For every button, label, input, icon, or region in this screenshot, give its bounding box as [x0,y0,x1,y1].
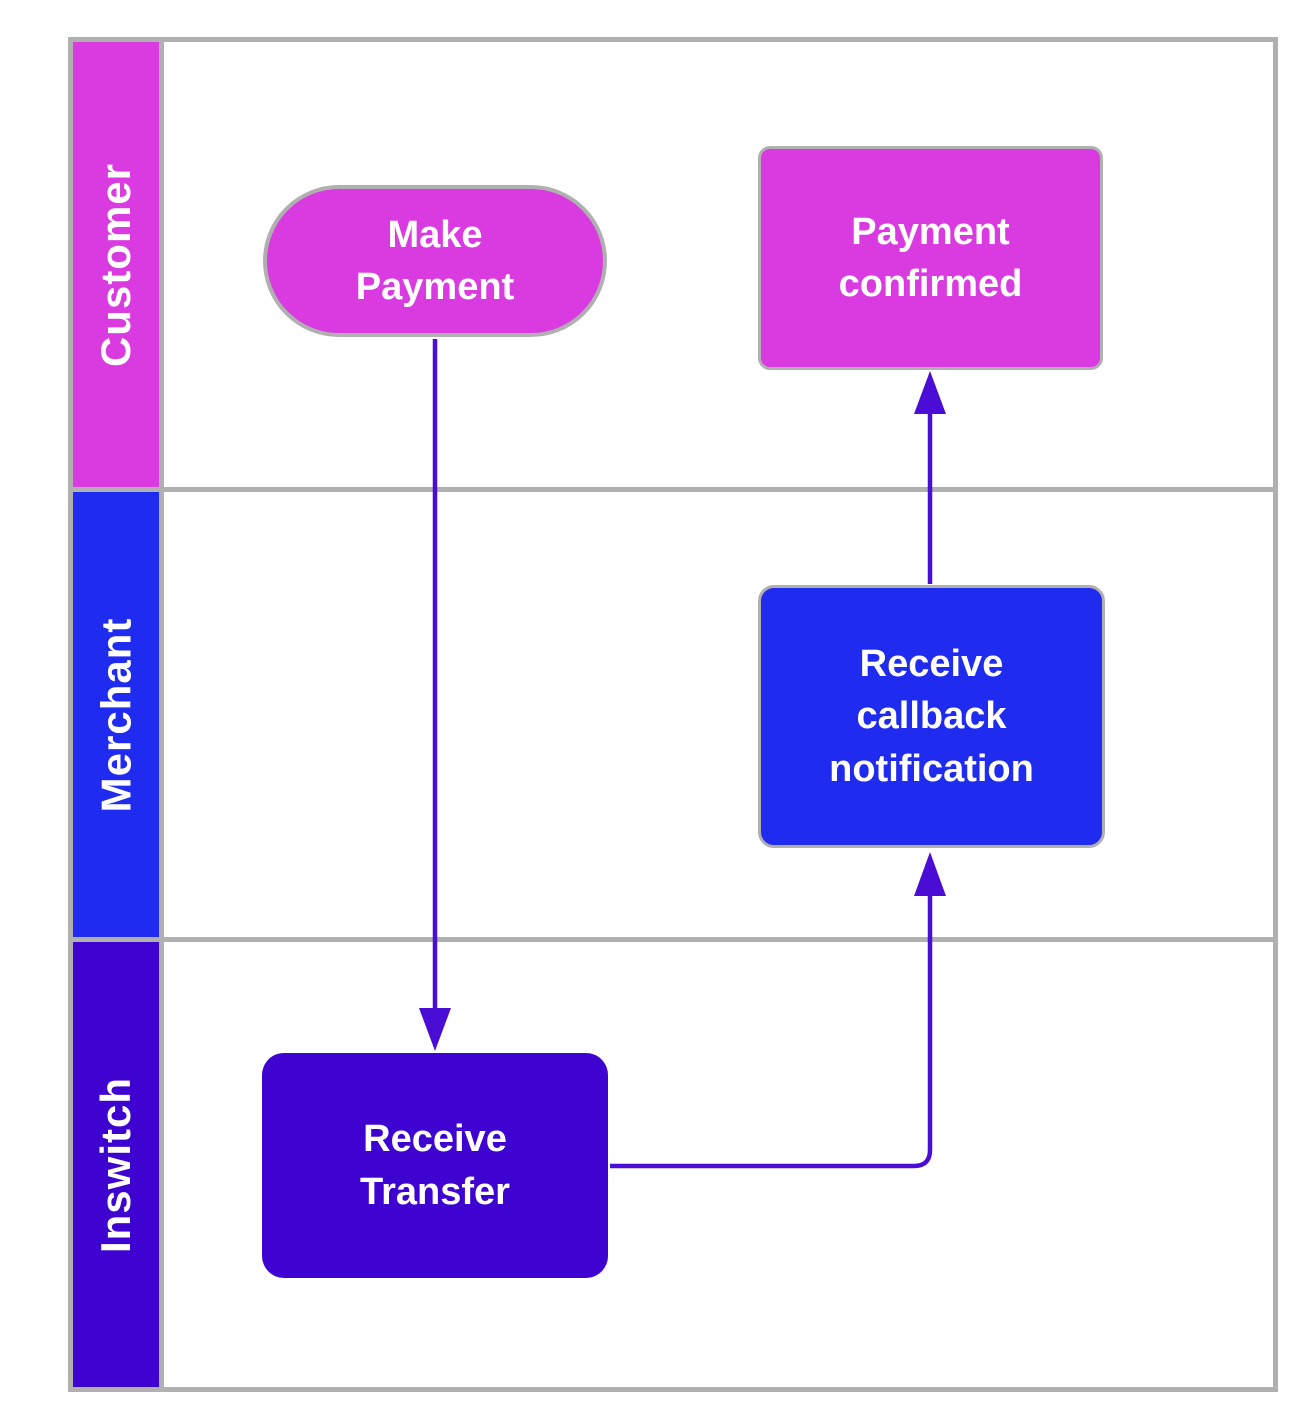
node-make-payment-label: Make Payment [355,213,515,308]
node-receive-callback-notification-label: Receive callback notification [829,642,1034,790]
lane-header-customer: Customer [73,42,159,487]
node-receive-transfer: Receive Transfer [262,1053,608,1278]
node-receive-callback-notification: Receive callback notification [758,585,1105,848]
lane-header-inswitch: Inswitch [73,942,159,1387]
node-make-payment: Make Payment [263,185,607,337]
lane-label-merchant: Merchant [92,617,140,812]
lane-header-merchant: Merchant [73,492,159,937]
node-payment-confirmed: Payment confirmed [758,146,1103,370]
lane-body-merchant [164,492,1273,937]
lane-label-inswitch: Inswitch [92,1076,139,1253]
node-receive-transfer-label: Receive Transfer [360,1118,510,1213]
node-payment-confirmed-label: Payment confirmed [838,210,1023,305]
lane-label-customer: Customer [92,162,140,367]
